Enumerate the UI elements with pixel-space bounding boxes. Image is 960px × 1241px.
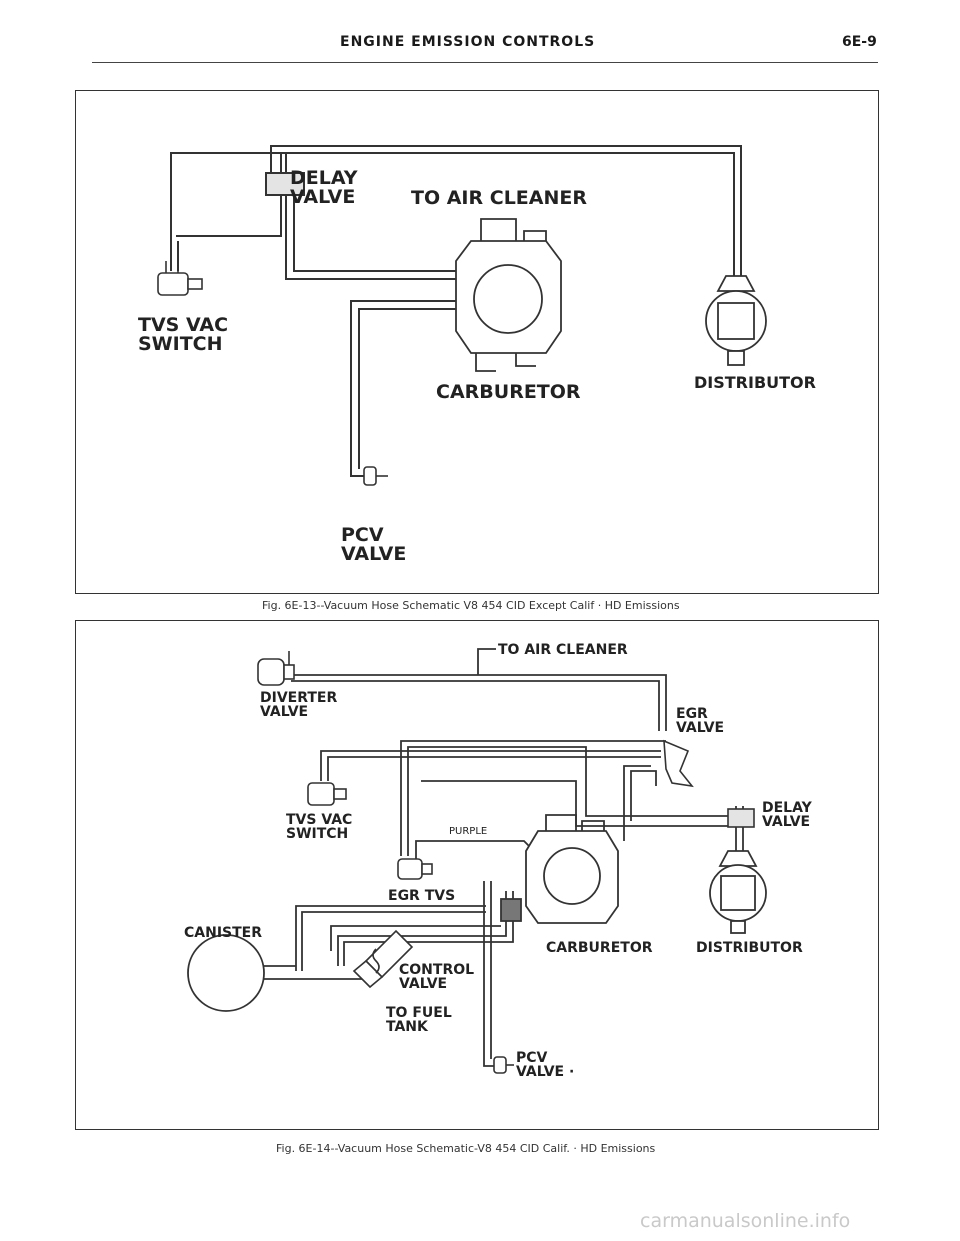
label-carburetor-2: CARBURETOR (546, 940, 653, 956)
hose-top-loop (170, 152, 287, 251)
figure1-caption: Fig. 6E-13--Vacuum Hose Schematic V8 454… (262, 599, 680, 612)
egr-tvs-graphic (397, 858, 433, 880)
hose-purple (415, 840, 535, 859)
figure1-schematic (157, 145, 767, 486)
hose-diverter-air-inner (291, 680, 660, 731)
watermark: carmanualsonline.info (640, 1210, 851, 1232)
hose-manifold-3 (400, 740, 666, 856)
hose-pcv (350, 300, 461, 477)
hose-manifold-1 (320, 750, 661, 781)
distributor-graphic-2 (709, 850, 767, 934)
hose-to-carb-inner (293, 195, 461, 272)
hose-to-carb (285, 195, 461, 280)
diverter-valve-graphic (257, 651, 295, 686)
label-canister: CANISTER (184, 925, 263, 941)
hose-control-2 (330, 925, 501, 951)
carburetor-graphic-2 (500, 814, 619, 924)
label-purple: PURPLE (449, 826, 488, 837)
canister-graphic (187, 934, 265, 1012)
hose-carb-1 (630, 770, 657, 821)
egr-valve-graphic (663, 739, 694, 788)
fuel-tank-hose-end (372, 948, 380, 974)
hose-manifold-4 (407, 746, 731, 856)
pcv-valve-graphic-2 (493, 1056, 514, 1074)
tvs-switch-graphic (157, 261, 203, 296)
label-egr-tvs: EGR TVS (388, 888, 456, 904)
carburetor-graphic (455, 218, 562, 372)
label-carburetor: CARBURETOR (436, 381, 581, 403)
page-title: ENGINE EMISSION CONTROLS (340, 34, 596, 50)
delay-valve-body-2 (727, 808, 755, 828)
hose-manifold-5 (421, 780, 731, 827)
hose-air-cleaner (477, 648, 496, 675)
hose-pcv-inner (358, 308, 461, 469)
hose-distributor (733, 241, 742, 276)
figure2-caption: Fig. 6E-14--Vacuum Hose Schematic-V8 454… (276, 1142, 656, 1155)
pcv-valve-graphic (363, 466, 388, 486)
hose-pcv2 (483, 881, 494, 1067)
distributor-graphic (705, 275, 767, 366)
tvs-switch-graphic-2 (307, 782, 347, 806)
hose-diverter-air (291, 674, 667, 731)
hose-canister (295, 905, 486, 971)
header-rule (92, 62, 878, 63)
page-number: 6E-9 (842, 34, 877, 50)
label-distributor: DISTRIBUTOR (694, 373, 816, 392)
hose-top-long (270, 145, 742, 241)
label-to-air-cleaner: TO AIR CLEANER (411, 187, 587, 209)
hose-carb-2 (623, 765, 651, 841)
hose-manifold-2 (327, 756, 661, 781)
label-to-air-cleaner-2: TO AIR CLEANER (498, 642, 628, 658)
label-distributor-2: DISTRIBUTOR (696, 940, 803, 956)
hose-tvs (170, 236, 179, 271)
hose-canister-inner (301, 911, 486, 971)
figure2-schematic (187, 648, 767, 1074)
